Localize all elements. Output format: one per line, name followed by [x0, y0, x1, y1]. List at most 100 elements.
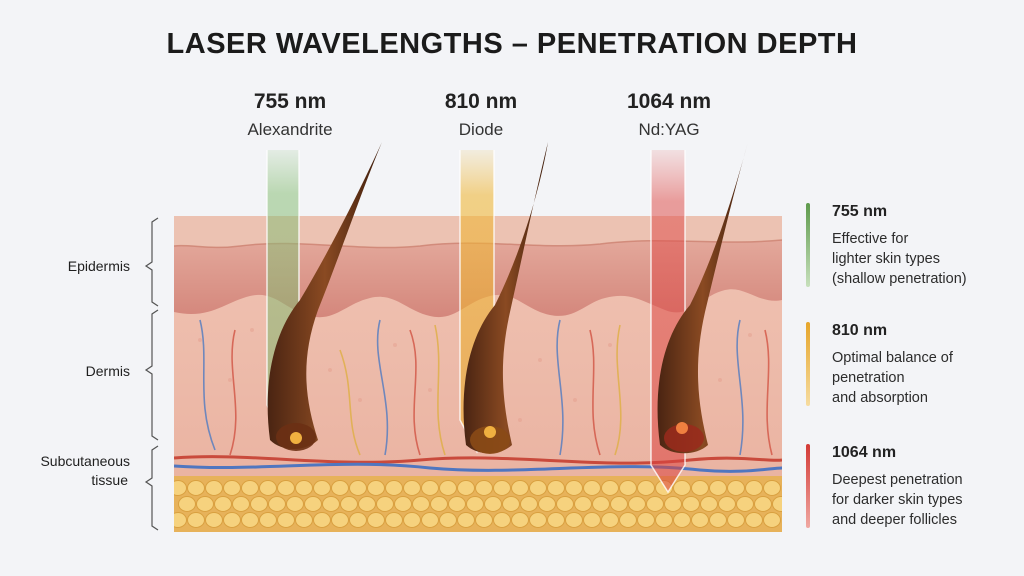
fat-cell	[205, 480, 223, 496]
fat-cell	[619, 512, 637, 528]
fat-cell	[223, 480, 241, 496]
fat-cell	[196, 496, 214, 512]
fat-cell	[174, 512, 187, 528]
fat-cell	[727, 512, 745, 528]
artery	[174, 455, 782, 465]
legend-bar-810	[806, 322, 810, 406]
fat-cell	[178, 496, 196, 512]
fat-cell	[691, 480, 709, 496]
fat-cell	[403, 480, 421, 496]
fat-cell	[286, 496, 304, 512]
fat-cell	[385, 480, 403, 496]
fat-cell	[214, 496, 232, 512]
fat-cell	[592, 496, 610, 512]
fat-cell	[547, 480, 565, 496]
legend-wavelength: 755 nm	[832, 203, 888, 220]
vein	[174, 462, 782, 473]
fat-cell	[313, 512, 331, 528]
laser-type-label: Alexandrite	[247, 120, 333, 139]
laser-wavelength-label: 810 nm	[444, 90, 518, 113]
fat-cell	[673, 480, 691, 496]
fat-cell	[583, 480, 601, 496]
fat-cell	[367, 512, 385, 528]
fat-cell	[736, 496, 754, 512]
epidermis-label: Epidermis	[67, 258, 130, 274]
fat-cell	[601, 512, 619, 528]
fat-cell	[349, 512, 367, 528]
fat-cell	[664, 496, 682, 512]
fat-cell	[457, 480, 475, 496]
fat-cell	[529, 480, 547, 496]
fat-cell	[475, 512, 493, 528]
fat-cell	[619, 480, 637, 496]
fat-cell	[565, 512, 583, 528]
fat-cell	[331, 512, 349, 528]
fat-cell	[430, 496, 448, 512]
fat-cell	[484, 496, 502, 512]
fat-cell	[511, 512, 529, 528]
fat-cell	[637, 512, 655, 528]
fat-cell	[709, 512, 727, 528]
fat-cell	[520, 496, 538, 512]
fat-cell	[700, 496, 718, 512]
fat-cell	[304, 496, 322, 512]
laser-header-1064: 1064 nm Nd:YAG	[579, 90, 759, 140]
fat-cell	[466, 496, 484, 512]
fat-cell	[259, 480, 277, 496]
fat-cell	[718, 496, 736, 512]
fat-cell	[250, 496, 268, 512]
fat-cell	[205, 512, 223, 528]
fat-cell	[313, 480, 331, 496]
fat-cell	[295, 480, 313, 496]
fat-cell	[745, 512, 763, 528]
hair-follicle-1	[267, 142, 382, 451]
fat-cell	[331, 480, 349, 496]
fat-cell	[493, 480, 511, 496]
fat-cell	[174, 480, 187, 496]
fat-cell	[709, 480, 727, 496]
fat-cell	[727, 480, 745, 496]
laser-wavelength-label: 1064 nm	[626, 90, 712, 113]
fat-cell	[421, 512, 439, 528]
fat-cell	[538, 496, 556, 512]
fat-cell	[610, 496, 628, 512]
fat-cell	[547, 512, 565, 528]
fat-cell	[268, 496, 286, 512]
fat-cell	[655, 512, 673, 528]
fat-cell	[448, 496, 466, 512]
blood-vessels	[199, 319, 773, 456]
fat-cell	[529, 512, 547, 528]
subcutaneous-label: Subcutaneous tissue	[0, 452, 130, 490]
fat-cell	[241, 480, 259, 496]
fat-cell	[277, 512, 295, 528]
fat-cell	[187, 480, 205, 496]
fat-cell	[763, 480, 781, 496]
fat-cell	[475, 480, 493, 496]
fat-cell	[421, 480, 439, 496]
fat-cell	[241, 512, 259, 528]
legend-wavelength: 1064 nm	[832, 444, 897, 461]
fat-cell	[340, 496, 358, 512]
fat-cell	[682, 496, 700, 512]
legend-bar-1064	[806, 444, 810, 528]
fat-cell	[556, 496, 574, 512]
fat-cell	[439, 480, 457, 496]
fat-cell	[574, 496, 592, 512]
fat-cell	[583, 512, 601, 528]
fat-cell	[745, 480, 763, 496]
fat-cell	[367, 480, 385, 496]
fat-cell	[565, 480, 583, 496]
laser-type-label: Nd:YAG	[638, 120, 700, 139]
fat-cell	[232, 496, 250, 512]
fat-cell	[295, 512, 313, 528]
fat-cell	[457, 512, 475, 528]
fat-cell	[502, 496, 520, 512]
fat-cell	[673, 512, 691, 528]
subcutaneous-label-line1: Subcutaneous	[40, 453, 130, 469]
fat-cell	[439, 512, 457, 528]
laser-type-label: Diode	[458, 120, 504, 139]
legend-wavelength: 810 nm	[832, 322, 888, 339]
